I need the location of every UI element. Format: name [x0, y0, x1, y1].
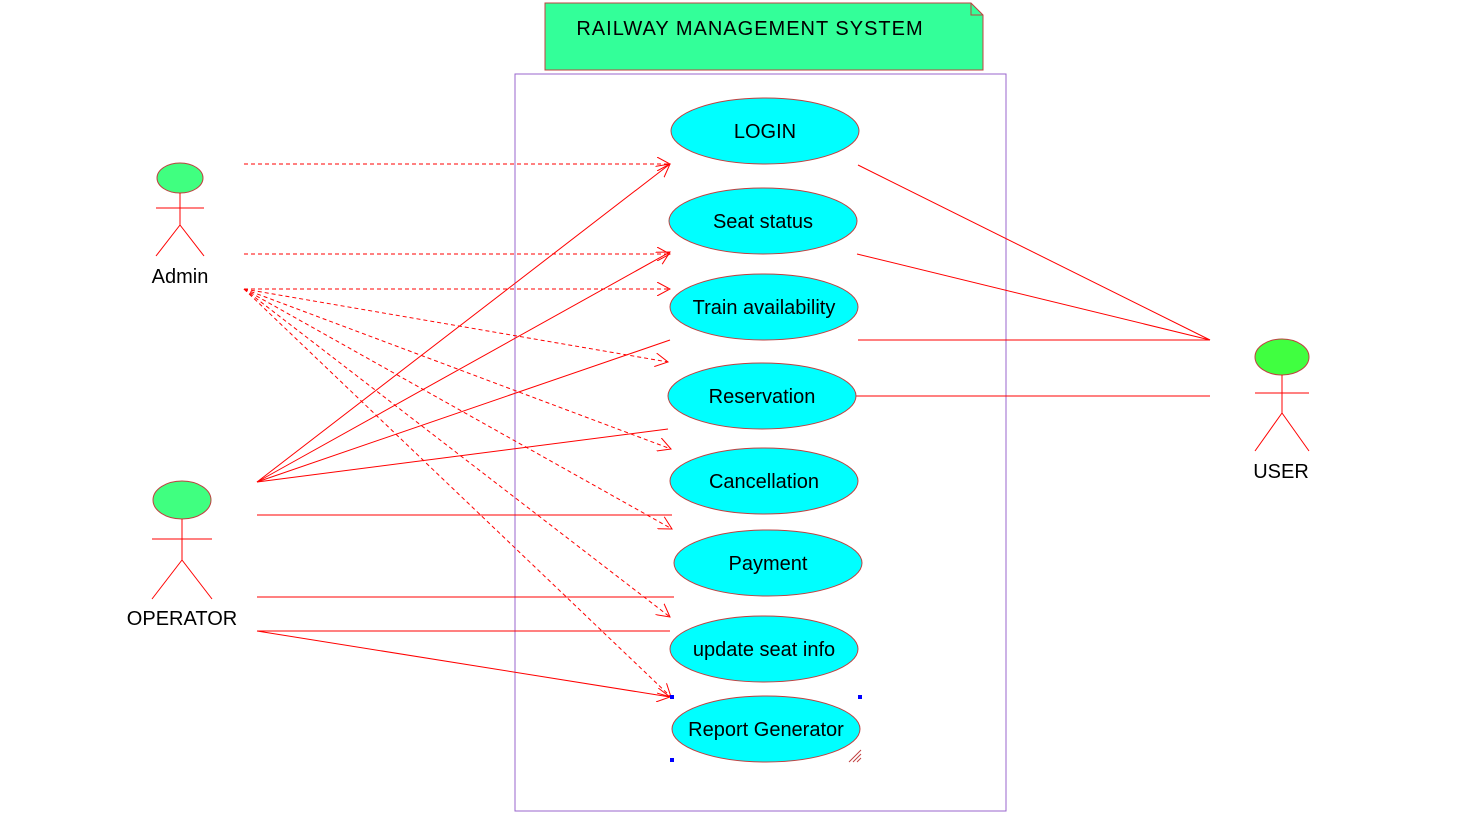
use-case-label: LOGIN	[734, 121, 796, 143]
actor-label: USER	[1253, 461, 1309, 483]
use-case-label: Report Generator	[688, 719, 844, 741]
selection-handle-bottom-left[interactable]	[670, 758, 674, 762]
selection-handle-top-right[interactable]	[858, 695, 862, 699]
actor-operator[interactable]: OPERATOR	[127, 480, 237, 630]
use-case-label: update seat info	[693, 639, 835, 661]
actor-label: Admin	[152, 266, 209, 288]
operator-reservation-link	[256, 428, 669, 483]
selection-handle-top-left[interactable]	[670, 695, 674, 699]
user-seat-status-link	[856, 253, 1211, 341]
use-case-report-generator[interactable]: Report Generator	[670, 695, 862, 763]
admin-report-generator-link	[243, 288, 671, 697]
actor-label: OPERATOR	[127, 608, 237, 630]
use-case-label: Reservation	[709, 386, 816, 408]
actor-head	[152, 480, 212, 520]
use-case-cancellation[interactable]: Cancellation	[669, 447, 859, 515]
system-boundary[interactable]	[514, 73, 1007, 812]
use-case-label: Seat status	[713, 211, 813, 233]
actor-head	[156, 162, 204, 194]
use-case-payment[interactable]: Payment	[673, 529, 863, 597]
operator-seat-status-link	[256, 252, 670, 483]
operator-train-availability-link	[256, 339, 671, 483]
diagram-title: RAILWAY MANAGEMENT SYSTEM	[576, 18, 923, 40]
user-login-link	[857, 164, 1211, 341]
operator-report-generator-link	[256, 630, 670, 697]
title-note[interactable]: RAILWAY MANAGEMENT SYSTEM	[544, 2, 984, 71]
operator-login-link	[256, 164, 670, 483]
use-case-train-availability[interactable]: Train availability	[669, 273, 859, 341]
actor-user[interactable]: USER	[1253, 338, 1310, 483]
use-case-label: Cancellation	[709, 471, 819, 493]
user-associations	[856, 164, 1211, 397]
use-case-label: Train availability	[693, 297, 836, 319]
use-case-label: Payment	[729, 553, 808, 575]
admin-reservation-link	[243, 288, 668, 362]
operator-associations	[256, 164, 674, 697]
use-case-reservation[interactable]: Reservation	[667, 362, 857, 430]
resize-grip-icon[interactable]	[848, 749, 862, 763]
actor-admin[interactable]: Admin	[152, 162, 209, 288]
admin-associations	[243, 164, 672, 697]
use-case-login[interactable]: LOGIN	[670, 97, 860, 165]
use-case-seat-status[interactable]: Seat status	[668, 187, 858, 255]
admin-payment-link	[243, 288, 672, 529]
actor-head	[1254, 338, 1310, 376]
admin-update-seat-info-link	[243, 288, 670, 617]
use-case-update-seat-info[interactable]: update seat info	[669, 615, 859, 683]
admin-cancellation-link	[243, 288, 671, 449]
